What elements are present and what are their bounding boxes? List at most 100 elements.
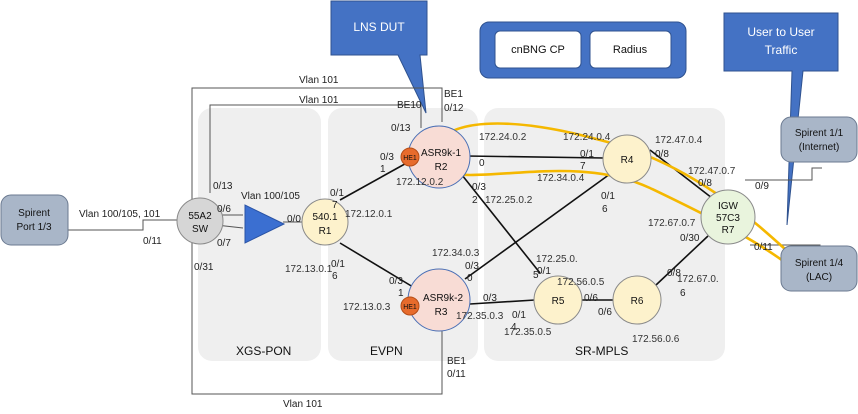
label-ip-172-24-0-4: 172.24.0.4 (563, 132, 611, 143)
zone-evpn-label: EVPN (370, 344, 403, 358)
label-ip-172-12-0-1: 172.12.0.1 (345, 209, 393, 220)
label-ip-172-34-0-3: 172.34.0.3 (432, 248, 480, 259)
label-p0-6-r5: 0/6 (584, 293, 598, 304)
router-r4-name: R4 (621, 155, 634, 166)
label-p0-8-r4: 0/8 (655, 149, 669, 160)
radius-label: Radius (613, 44, 648, 56)
switch-role: SW (192, 224, 209, 235)
label-vlan100-105: Vlan 100/105 (241, 191, 300, 202)
label-p6-r4: 6 (602, 204, 608, 215)
label-ip-172-35-0-3: 172.35.0.3 (456, 311, 504, 322)
label-p0-3-r2-down: 0/3 (472, 182, 486, 193)
label-p0-1-r1-up: 0/1 (330, 188, 344, 199)
label-ip-172-67-0-7: 172.67.0.7 (648, 218, 696, 229)
label-p2-r2: 2 (472, 195, 478, 206)
spirent-lac-line1: Spirent 1/4 (795, 258, 844, 269)
core-links (339, 149, 713, 305)
he1-badge-r3 (400, 296, 420, 316)
router-r1-node (301, 198, 349, 246)
label-vlan101-top: Vlan 101 (299, 75, 339, 86)
label-ip-172-25-0-2: 172.25.0.2 (485, 195, 533, 206)
spirent-port13-line1: Spirent (18, 208, 50, 219)
label-vlan101-inner: Vlan 101 (299, 95, 339, 106)
label-p0-9-r7: 0/9 (755, 181, 769, 192)
label-ip-172-24-0-2: 172.24.0.2 (479, 132, 527, 143)
label-p0-12: 0/12 (444, 103, 464, 114)
label-vlan101-bottom: Vlan 101 (283, 399, 323, 410)
label-ip-172-35-0-5: 172.35.0.5 (504, 327, 552, 338)
label-p5-r5: 5 (533, 270, 539, 281)
router-r2-model: ASR9k-1 (421, 148, 461, 159)
router-r3-model: ASR9k-2 (423, 293, 463, 304)
label-p0-7-sw: 0/7 (217, 238, 231, 249)
label-p0-3-r2: 0/3 (380, 152, 394, 163)
label-ip-172-47-0-7: 172.47.0.7 (688, 166, 736, 177)
spirent-port13-line2: Port 1/3 (16, 222, 51, 233)
label-p0-r2: 0 (479, 158, 485, 169)
label-p7-r4: 7 (580, 161, 586, 172)
label-p6-r1: 6 (332, 271, 338, 282)
label-p0-11-r7: 0/11 (754, 242, 773, 253)
router-r3-name: R3 (435, 307, 448, 318)
label-ip-172-25-0: 172.25.0. (536, 254, 578, 265)
link-labels: Vlan 101 Vlan 101 Vlan 101 Vlan 100/105,… (79, 75, 773, 410)
label-p0-1-r4b: 0/1 (601, 191, 615, 202)
label-p0-1-r5: 0/1 (537, 266, 551, 277)
router-r6-name: R6 (631, 296, 644, 307)
label-ip-172-56-0-5: 172.56.0.5 (557, 277, 605, 288)
router-r5-node (533, 275, 583, 325)
label-ip-172-67-0: 172.67.0. (677, 274, 719, 285)
label-p4-r5: 4 (511, 322, 517, 333)
label-p0-13-sw: 0/13 (213, 181, 233, 192)
label-p0-30-r7: 0/30 (680, 233, 700, 244)
label-p0-1-r1-down: 0/1 (331, 259, 345, 270)
label-be1-bottom: BE1 (447, 356, 466, 367)
label-be10: BE10 (397, 100, 422, 111)
label-ip-172-47-0-4: 172.47.0.4 (655, 135, 703, 146)
lns-dut-callout-text: LNS DUT (353, 20, 405, 34)
router-r7-igw-node (700, 189, 756, 245)
router-r7-name: R7 (722, 225, 735, 236)
spirent-internet-line1: Spirent 1/1 (795, 128, 844, 139)
router-r4-node (602, 134, 652, 184)
switch-55a2-node (176, 197, 224, 245)
pon-splitter-triangle (244, 204, 286, 244)
spirent-lac-line2: (LAC) (806, 272, 832, 283)
label-p0-6-sw: 0/6 (217, 204, 231, 215)
label-p0-1-r4a: 0/1 (580, 149, 594, 160)
router-r7-model: 57C3 (716, 213, 740, 224)
router-r5-name: R5 (552, 296, 565, 307)
label-p0-31-sw: 0/31 (194, 262, 214, 273)
label-p0-11-left: 0/11 (143, 236, 162, 247)
radius-box (589, 30, 672, 69)
label-vlan100-105-101: Vlan 100/105, 101 (79, 209, 161, 220)
he1-label-r2: HE1 (403, 155, 417, 162)
router-r7-role: IGW (718, 201, 739, 212)
user-traffic-callout-line2: Traffic (765, 43, 798, 57)
zone-xgs-pon-label: XGS-PON (236, 344, 291, 358)
label-p1-r2: 1 (380, 164, 386, 175)
label-p0-r3: 0 (467, 273, 473, 284)
label-p0-3-r3b: 0/3 (389, 276, 403, 287)
label-p0-6-r6: 0/6 (598, 307, 612, 318)
label-ip-172-12-0-2: 172.12.0.2 (396, 177, 444, 188)
he1-label-r3: HE1 (403, 304, 417, 311)
label-p0-8-r7: 0/8 (698, 178, 712, 189)
label-p0-8-r6: 0/8 (667, 268, 681, 279)
spirent-port13-box (0, 194, 69, 246)
label-p0-3-r3c: 0/3 (483, 293, 497, 304)
label-p0-3-r3: 0/3 (465, 261, 479, 272)
label-ip-172-56-0-6: 172.56.0.6 (632, 334, 680, 345)
label-p0-0-r1: 0/0 (287, 214, 301, 225)
switch-name: 55A2 (188, 211, 212, 222)
zone-sr-mpls-label: SR-MPLS (575, 344, 628, 358)
lns-dut-callout (330, 0, 428, 114)
he1-badge-r2 (400, 147, 420, 167)
spirent-internet-box (780, 116, 858, 163)
cnbng-cp-box (494, 30, 582, 69)
label-p1-r3: 1 (398, 288, 404, 299)
spirent-lac-box (780, 245, 858, 292)
router-r1-name: R1 (319, 226, 332, 237)
label-ip-172-34-0-4: 172.34.0.4 (537, 173, 585, 184)
